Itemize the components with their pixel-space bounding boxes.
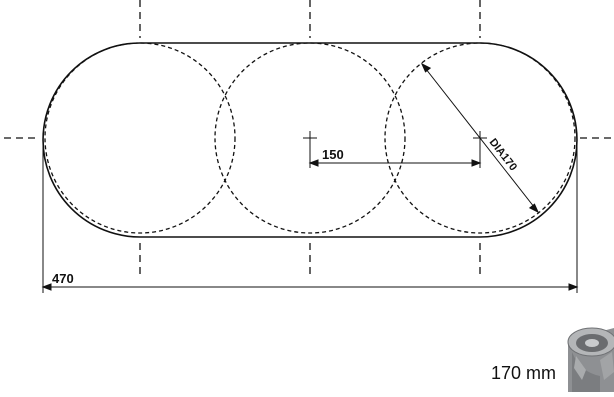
drill-circle-center (214, 42, 406, 234)
overall-length-dimension (41, 140, 579, 293)
hole-saw-icon (567, 327, 614, 392)
tool-size-caption: 170 mm (490, 363, 556, 383)
center-spacing-dimension (308, 138, 482, 168)
overall-length-label: 470 (52, 271, 74, 286)
diameter-dimension (420, 62, 540, 214)
drill-circle-left (44, 42, 236, 234)
center-marks-vertical (139, 0, 481, 275)
slot-outline (42, 42, 578, 238)
center-spacing-label: 150 (322, 147, 344, 162)
center-markers (303, 131, 487, 145)
drill-circle-right (384, 42, 576, 234)
